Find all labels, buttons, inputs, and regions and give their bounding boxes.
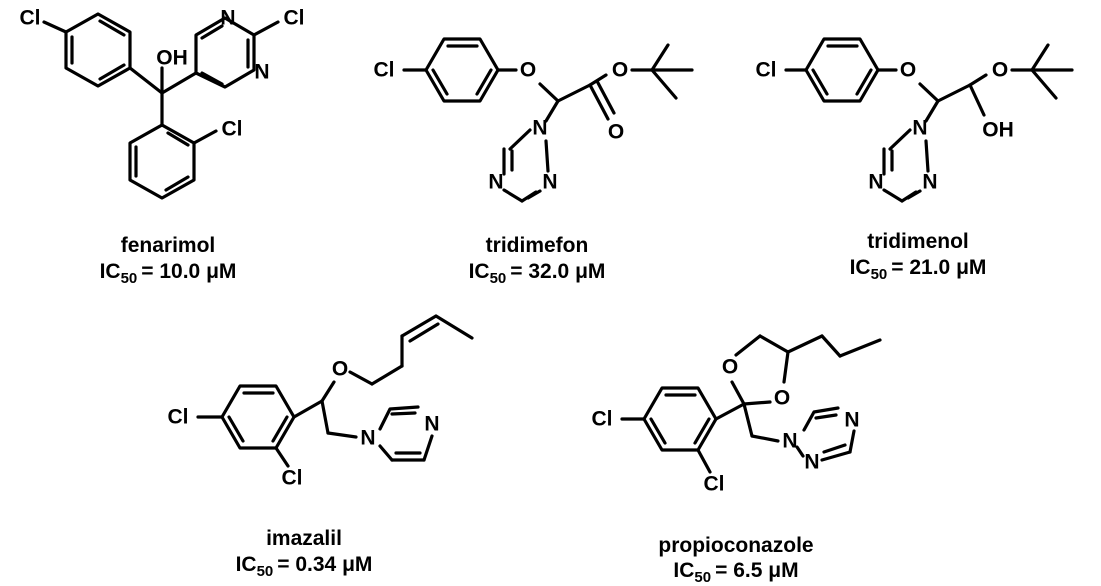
tridimefon-atom-n2: N [542,171,557,194]
propioconazole-bonds [620,334,882,474]
fenarimol-atom-cl-pyrimidine: Cl [284,7,305,30]
tridimefon-bonds [402,37,694,203]
compound-tridimefon: Cl O O O N N N tridimefon IC50= 32.0 μM [374,37,694,287]
tridimenol-atom-cl: Cl [756,59,777,82]
tridimenol-ic50: IC50= 21.0 μM [850,256,987,283]
fenarimol-atom-cl-left: Cl [20,7,41,30]
imazalil-ic50-value: = 0.34 μM [277,553,372,576]
fenarimol-atom-n-top: N [220,7,235,30]
compound-propioconazole: Cl Cl O O N N N propioconazole IC50= 6.5… [592,334,882,586]
imazalil-ic50-sub: 50 [257,563,274,580]
tridimefon-atom-o-carbonyl: O [608,121,624,144]
tridimenol-name: tridimenol [867,230,969,253]
imazalil-name: imazalil [266,527,342,550]
tridimenol-ic50-value: = 21.0 μM [891,256,986,279]
propioconazole-ic50: IC50= 6.5 μM [673,559,798,586]
propioconazole-name: propioconazole [658,534,813,557]
fenarimol-atom-cl-ortho: Cl [222,118,243,141]
imazalil-atom-cl-ortho: Cl [282,467,303,490]
fenarimol-ic50-sub: 50 [121,270,138,287]
propioconazole-atom-n4: N [844,409,859,432]
imazalil-atom-n3: N [424,413,439,436]
tridimefon-atom-o-ester: O [612,59,628,82]
tridimenol-bonds [784,37,1074,203]
tridimefon-atom-n1: N [532,117,547,140]
tridimenol-atom-oh: OH [982,119,1014,142]
tridimenol-atom-n4: N [868,171,883,194]
propioconazole-ic50-prefix: IC [673,559,694,582]
tridimenol-ic50-prefix: IC [850,256,871,279]
fenarimol-atom-n-right: N [254,61,269,84]
compound-fenarimol: Cl OH N N Cl Cl fenarimol IC50= 10.0 μM [20,7,305,288]
tridimefon-ic50-sub: 50 [490,270,507,287]
propioconazole-ic50-value: = 6.5 μM [715,559,798,582]
tridimefon-atom-cl: Cl [374,59,395,82]
propioconazole-ic50-sub: 50 [694,569,711,586]
fenarimol-ic50-value: = 10.0 μM [141,260,236,283]
propioconazole-atom-o-upper: O [722,356,738,379]
propioconazole-atom-o-lower: O [774,387,790,410]
imazalil-ic50: IC50= 0.34 μM [236,553,373,580]
tridimefon-ic50-value: = 32.0 μM [510,260,605,283]
propioconazole-atom-cl-para: Cl [592,408,613,431]
tridimenol-atom-o-ether: O [900,59,916,82]
imazalil-atom-o: O [332,358,348,381]
tridimenol-atom-n1: N [912,117,927,140]
compound-tridimenol: Cl O O OH N N N tridimenol IC50= 21.0 μM [756,37,1074,283]
imazalil-atom-cl-para: Cl [168,406,189,429]
imazalil-atom-n1: N [360,427,375,450]
fenarimol-ic50-prefix: IC [100,260,121,283]
fenarimol-atom-oh: OH [156,47,188,70]
propioconazole-atom-cl-ortho: Cl [704,473,725,496]
propioconazole-atom-n2: N [804,451,819,474]
imazalil-bonds [196,314,474,468]
tridimefon-atom-n4: N [488,171,503,194]
tridimefon-ic50-prefix: IC [469,260,490,283]
fenarimol-name: fenarimol [121,234,216,257]
fenarimol-ic50: IC50= 10.0 μM [100,260,237,287]
tridimenol-atom-n2: N [922,171,937,194]
tridimefon-name: tridimefon [486,234,589,257]
imazalil-ic50-prefix: IC [236,553,257,576]
tridimenol-ic50-sub: 50 [871,266,888,283]
compound-imazalil: Cl Cl O N N imazalil IC50= 0.34 μM [168,314,474,580]
propioconazole-atom-n1: N [782,430,797,453]
tridimefon-ic50: IC50= 32.0 μM [469,260,606,287]
tridimenol-atom-o-tbutyl: O [992,59,1008,82]
tridimefon-atom-o-ether: O [520,59,536,82]
fenarimol-bonds [42,12,280,200]
